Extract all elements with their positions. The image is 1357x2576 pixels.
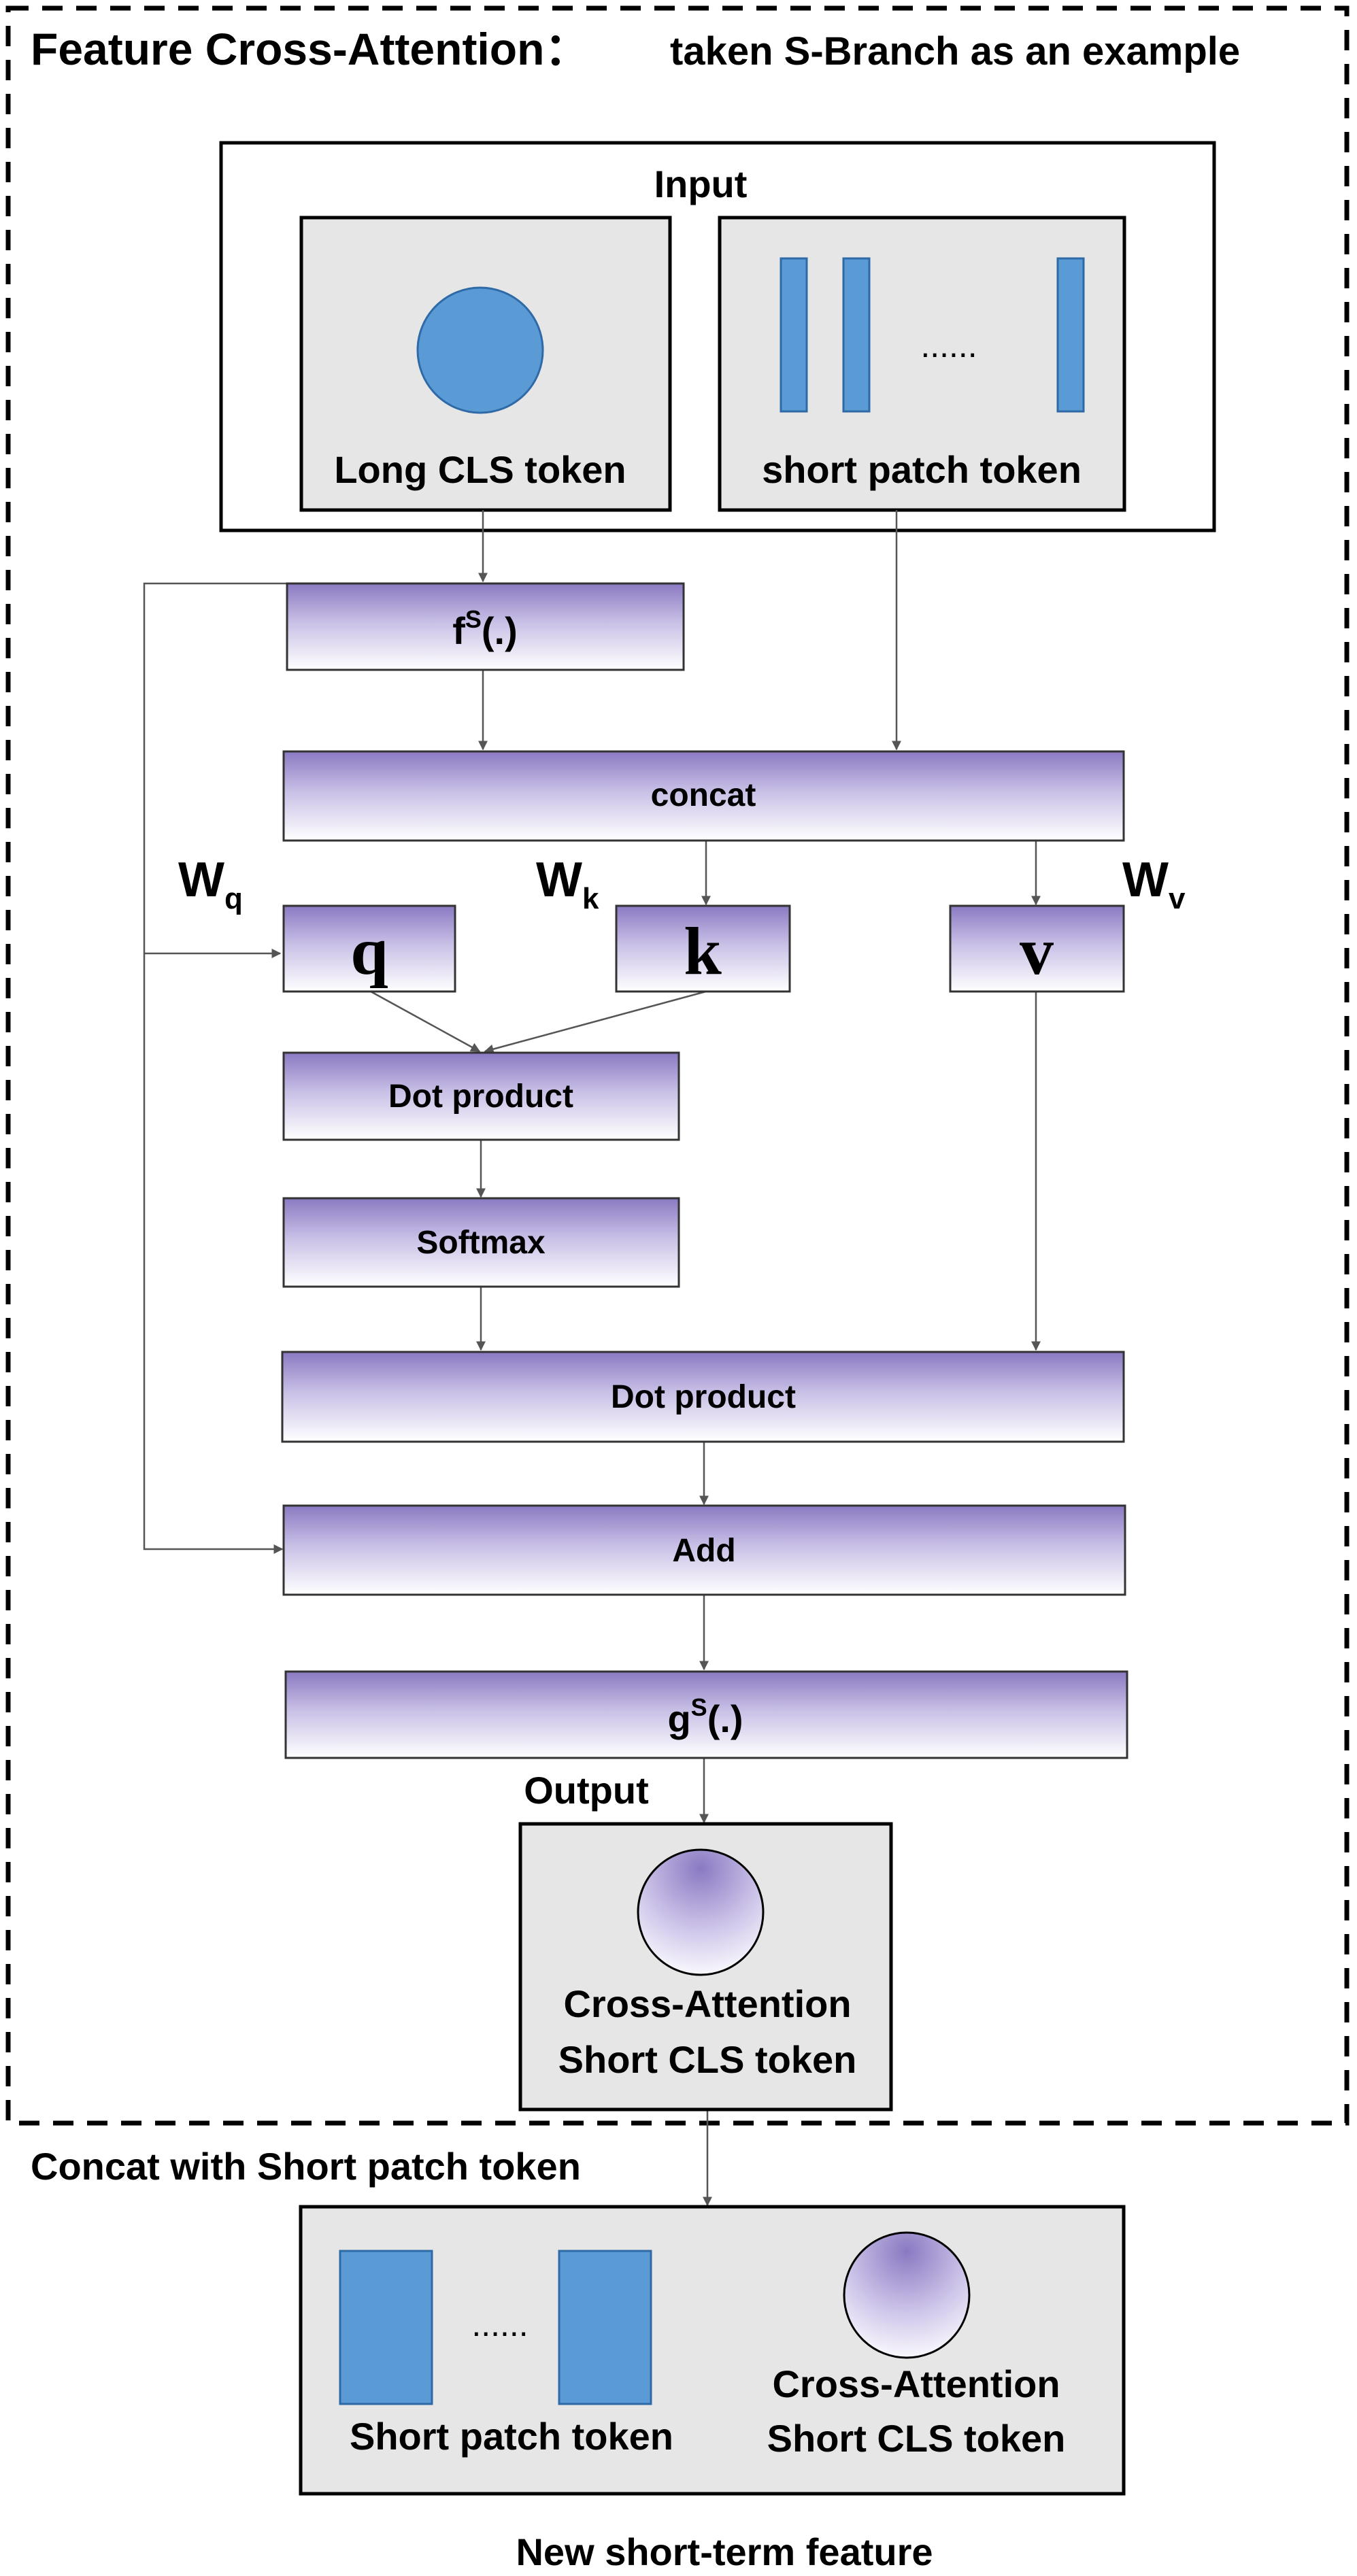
patch-bar-1 xyxy=(780,257,808,413)
softmax-box: Softmax xyxy=(282,1197,680,1288)
concat-box: concat xyxy=(282,750,1125,842)
output-cls-circle xyxy=(637,1848,765,1976)
wk-label: Wk xyxy=(536,853,599,915)
new-cls-label-line1: Cross-Attention xyxy=(772,2362,1060,2405)
new-feature-panel xyxy=(299,2205,1126,2496)
short-patch-dots: ...... xyxy=(471,2305,528,2343)
v-box: v xyxy=(949,904,1125,993)
short-patch-block-1 xyxy=(339,2250,433,2405)
k-label: k xyxy=(684,913,722,989)
patch-bar-3 xyxy=(1056,257,1085,413)
concat-label: concat xyxy=(651,777,756,813)
feature-cross-attention-frame xyxy=(5,5,1350,2126)
short-patch-label: Short patch token xyxy=(350,2415,673,2458)
output-heading: Output xyxy=(524,1769,648,1812)
q-label: q xyxy=(350,913,388,989)
concat-with-patch-label: Concat with Short patch token xyxy=(31,2145,581,2188)
fs-sup: S xyxy=(465,605,482,633)
gs-label: g xyxy=(667,1697,690,1740)
wv-label: Wv xyxy=(1122,853,1186,915)
new-cls-circle xyxy=(843,2231,971,2359)
frame-subtitle: taken S-Branch as an example xyxy=(670,29,1240,73)
add-box: Add xyxy=(282,1504,1126,1596)
softmax-label: Softmax xyxy=(416,1225,546,1261)
long-cls-label: Long CLS token xyxy=(334,448,626,491)
v-label: v xyxy=(1020,913,1054,989)
add-label: Add xyxy=(672,1533,735,1569)
dot-product-2-label: Dot product xyxy=(611,1379,796,1415)
svg-text:gS(.): gS(.) xyxy=(667,1693,743,1740)
svg-text:fS(.): fS(.) xyxy=(452,605,518,652)
q-box: q xyxy=(282,904,456,993)
new-cls-label-line2: Short CLS token xyxy=(767,2417,1066,2460)
dot-product-1-box: Dot product xyxy=(282,1051,680,1141)
gs-box: gS(.) xyxy=(284,1670,1128,1759)
gs-tail: (.) xyxy=(707,1697,743,1740)
fs-tail: (.) xyxy=(482,609,518,652)
patch-bar-2 xyxy=(842,257,871,413)
fs-box: fS(.) xyxy=(286,582,685,671)
frame-title: Feature Cross-Attention： xyxy=(31,24,589,74)
short-patch-block-2 xyxy=(558,2250,652,2405)
output-label-line1: Cross-Attention xyxy=(563,1982,851,2025)
dot-product-2-box: Dot product xyxy=(281,1351,1125,1443)
long-cls-token-circle xyxy=(416,286,544,414)
new-feature-caption: New short-term feature xyxy=(516,2530,933,2573)
input-heading: Input xyxy=(654,163,748,205)
gs-sup: S xyxy=(691,1693,707,1721)
output-label-line2: Short CLS token xyxy=(558,2038,857,2081)
wq-label: Wq xyxy=(178,853,243,915)
patch-dots: ...... xyxy=(920,326,977,365)
short-patch-label: short patch token xyxy=(762,448,1082,491)
dot-product-1-label: Dot product xyxy=(388,1079,573,1115)
k-box: k xyxy=(615,904,791,993)
connector-wires xyxy=(143,510,1041,2207)
fs-label: f xyxy=(452,609,465,652)
